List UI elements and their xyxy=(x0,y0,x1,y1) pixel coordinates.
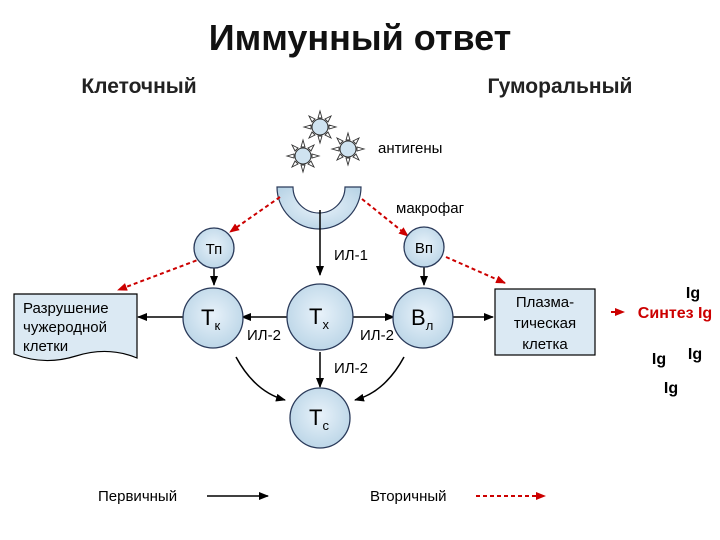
page-title: Иммунный ответ xyxy=(209,17,512,58)
macrophage-label: макрофаг xyxy=(396,200,465,217)
macrophage-to-bp-arrow xyxy=(361,198,409,237)
tk-node xyxy=(182,287,244,349)
destruction-line-1: Разрушение xyxy=(23,300,109,317)
tc-label: Тс xyxy=(309,405,329,433)
ig-label-bottom: Ig xyxy=(664,380,678,397)
bl-node xyxy=(392,287,454,349)
macrophage-shape xyxy=(276,186,362,230)
legend-secondary-label: Вторичный xyxy=(370,488,447,505)
il2-left-label: ИЛ-2 xyxy=(247,327,281,344)
tx-label: Тх xyxy=(309,304,329,332)
antigen-icon xyxy=(286,139,320,173)
bp-label: Вп xyxy=(415,240,433,257)
il2-bottom-label: ИЛ-2 xyxy=(334,360,368,377)
destruction-box xyxy=(13,293,138,362)
bl-label: Вл xyxy=(411,305,433,333)
destruction-line-2: чужеродной xyxy=(23,319,107,336)
bp-to-plasma-arrow xyxy=(445,256,506,284)
bl-to-tc-arrow xyxy=(354,356,405,402)
tp-node xyxy=(193,227,235,269)
tk-to-tc-arrow xyxy=(235,356,286,402)
destruction-line-3: клетки xyxy=(23,338,68,355)
ig-label-left: Ig xyxy=(652,351,666,368)
tx-node xyxy=(286,283,354,351)
antigens-label: антигены xyxy=(378,140,442,157)
plasma-line-3: клетка xyxy=(522,336,568,353)
legend-primary-label: Первичный xyxy=(98,488,177,505)
plasma-line-1: Плазма- xyxy=(516,294,574,311)
plasma-line-2: тическая xyxy=(514,315,576,332)
il2-right-label: ИЛ-2 xyxy=(360,327,394,344)
cellular-heading: Клеточный xyxy=(81,75,196,98)
tk-label: Тк xyxy=(201,305,220,333)
bp-node xyxy=(403,226,445,268)
humoral-heading: Гуморальный xyxy=(488,75,633,98)
plasma-cell-box xyxy=(494,288,596,356)
synthesis-label: Синтез Ig xyxy=(638,305,712,322)
tp-label: Тп xyxy=(206,241,223,258)
macrophage-to-tp-arrow xyxy=(229,196,281,233)
antigen-icon xyxy=(331,132,365,166)
ig-label-right: Ig xyxy=(688,346,702,363)
antigen-icon xyxy=(303,110,337,144)
ig-label-top: Ig xyxy=(686,285,700,302)
il1-label: ИЛ-1 xyxy=(334,247,368,264)
tc-node xyxy=(289,387,351,449)
tp-to-destruction-arrow xyxy=(117,257,204,291)
